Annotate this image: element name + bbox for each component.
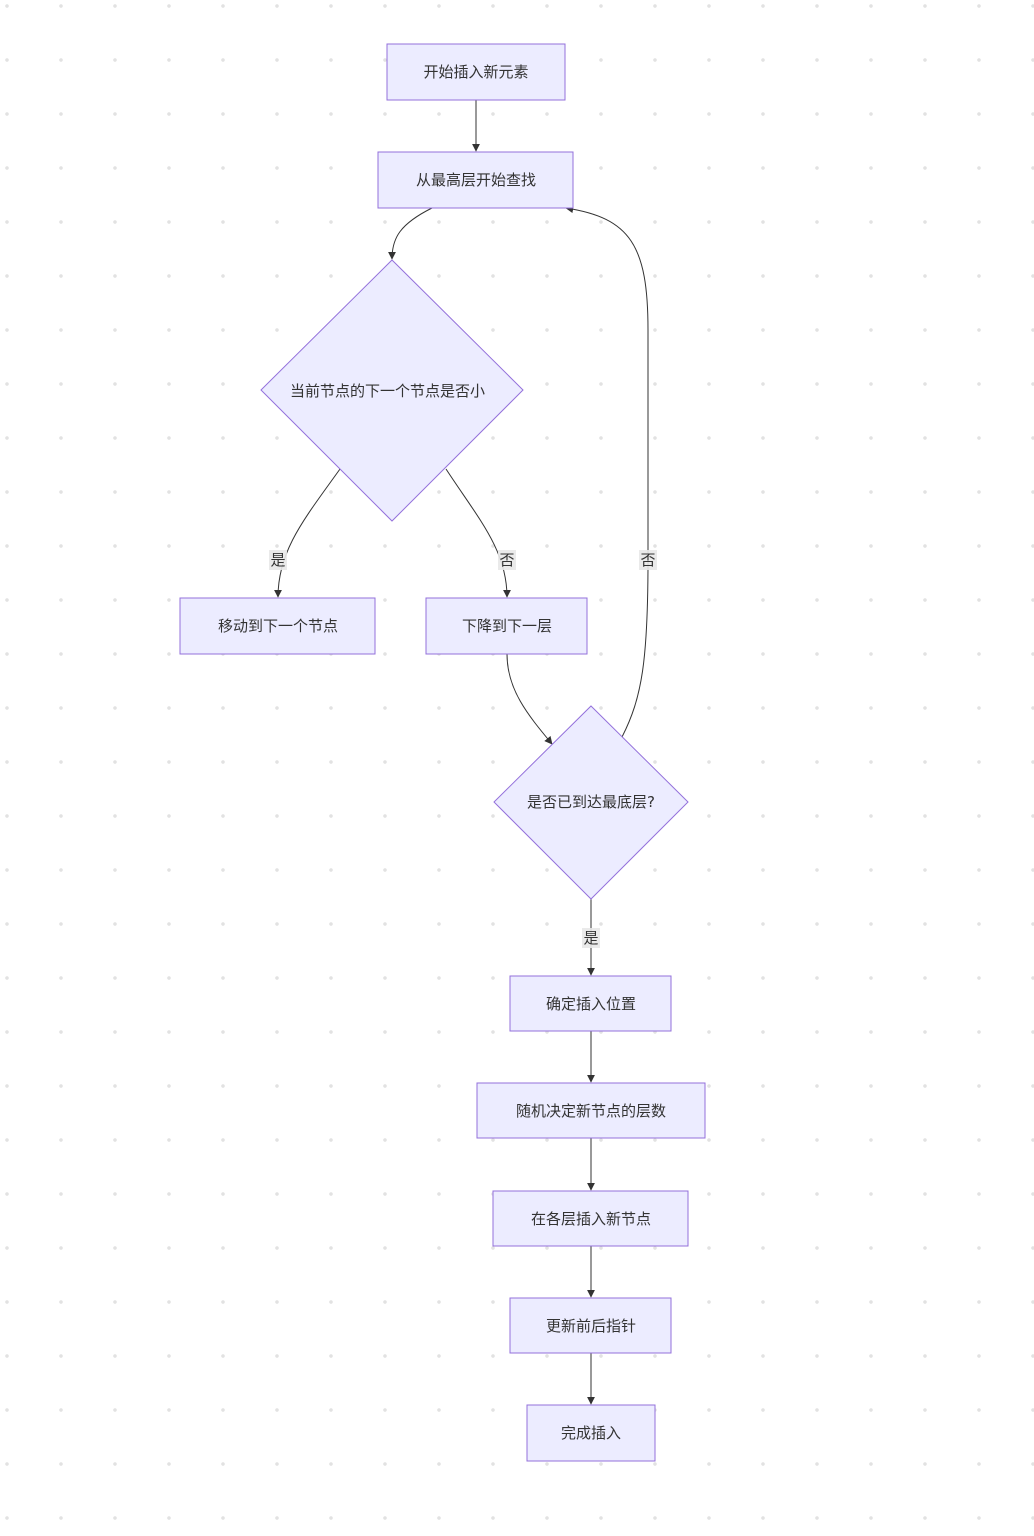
node-insert-levels: 在各层插入新节点	[492, 1190, 689, 1247]
node-find-position: 确定插入位置	[509, 975, 672, 1032]
node-search-top: 从最高层开始查找	[377, 151, 574, 209]
edge-label-compare-no-text: 否	[499, 551, 514, 569]
node-move-next: 移动到下一个节点	[179, 597, 376, 655]
node-compare: 当前节点的下一个节点是否小	[260, 259, 524, 522]
node-go-down-label: 下降到下一层	[462, 617, 552, 635]
edge-label-compare-yes-text: 是	[270, 551, 285, 569]
edge-compare-to-move-next	[274, 468, 341, 598]
node-compare-label: 当前节点的下一个节点是否小	[290, 382, 485, 400]
node-random-level: 随机决定新节点的层数	[476, 1082, 706, 1139]
node-bottom-check: 是否已到达最底层?	[493, 705, 689, 900]
node-go-down: 下降到下一层	[425, 597, 588, 655]
edge-label-compare-yes: 是	[269, 550, 287, 570]
edge-label-bottom-no: 否	[639, 550, 657, 570]
edge-labels: 是 否 否 是	[269, 550, 657, 948]
edges	[274, 100, 649, 1405]
node-done-label: 完成插入	[561, 1424, 621, 1442]
edge-label-bottom-no-text: 否	[640, 551, 655, 569]
edge-search-to-compare	[388, 207, 433, 260]
node-insert-levels-label: 在各层插入新节点	[531, 1210, 651, 1228]
edge-compare-to-go-down	[445, 468, 511, 598]
node-done: 完成插入	[526, 1404, 656, 1462]
edge-label-bottom-yes: 是	[582, 928, 600, 948]
node-update-pointers-label: 更新前后指针	[546, 1317, 636, 1335]
node-start-label: 开始插入新元素	[423, 63, 528, 81]
node-search-top-label: 从最高层开始查找	[416, 171, 536, 189]
node-bottom-check-label: 是否已到达最底层?	[527, 793, 655, 811]
edge-bottom-check-to-search	[565, 205, 649, 738]
edge-go-down-to-bottom-check	[506, 653, 553, 745]
node-random-level-label: 随机决定新节点的层数	[516, 1102, 666, 1120]
node-update-pointers: 更新前后指针	[509, 1297, 672, 1354]
edge-label-bottom-yes-text: 是	[583, 929, 598, 947]
node-find-position-label: 确定插入位置	[546, 995, 636, 1013]
edge-label-compare-no: 否	[498, 550, 516, 570]
node-start: 开始插入新元素	[386, 43, 566, 101]
node-move-next-label: 移动到下一个节点	[218, 617, 338, 635]
nodes: 开始插入新元素 从最高层开始查找 当前节点的下一个节点是否小 移动到下一个节点 …	[179, 43, 706, 1462]
